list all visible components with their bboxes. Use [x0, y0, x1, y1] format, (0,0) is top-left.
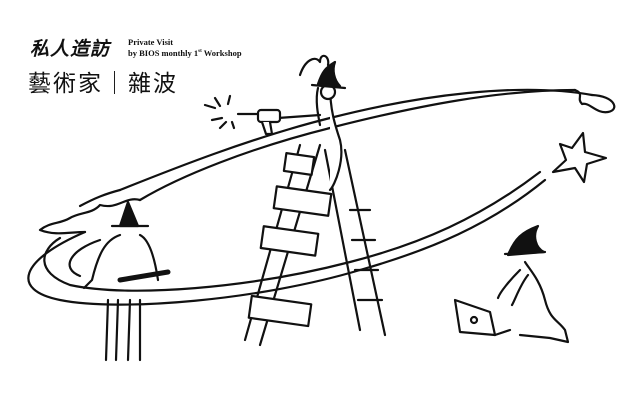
- star-icon: [551, 131, 608, 184]
- drill-icon: [256, 108, 282, 124]
- ladder: [243, 143, 387, 347]
- page-title: 藝術家｜雜波: [28, 71, 178, 97]
- hat-icon: [506, 224, 546, 257]
- series-logo-chinese: 私人造訪: [30, 38, 111, 60]
- series-logo-english: Private Visit by BIOS monthly 1st Worksh…: [128, 37, 242, 58]
- series-subtitle-line1: Private Visit: [128, 37, 174, 47]
- hat-icon: [316, 60, 342, 88]
- series-subtitle-line2: by BIOS monthly 1st Workshop: [128, 47, 242, 58]
- hat-icon: [118, 200, 140, 228]
- witch-with-wrench: [82, 200, 171, 362]
- wrench-icon: [117, 269, 171, 283]
- witch-with-drill: [203, 54, 347, 192]
- witch-with-laptop: [453, 224, 570, 344]
